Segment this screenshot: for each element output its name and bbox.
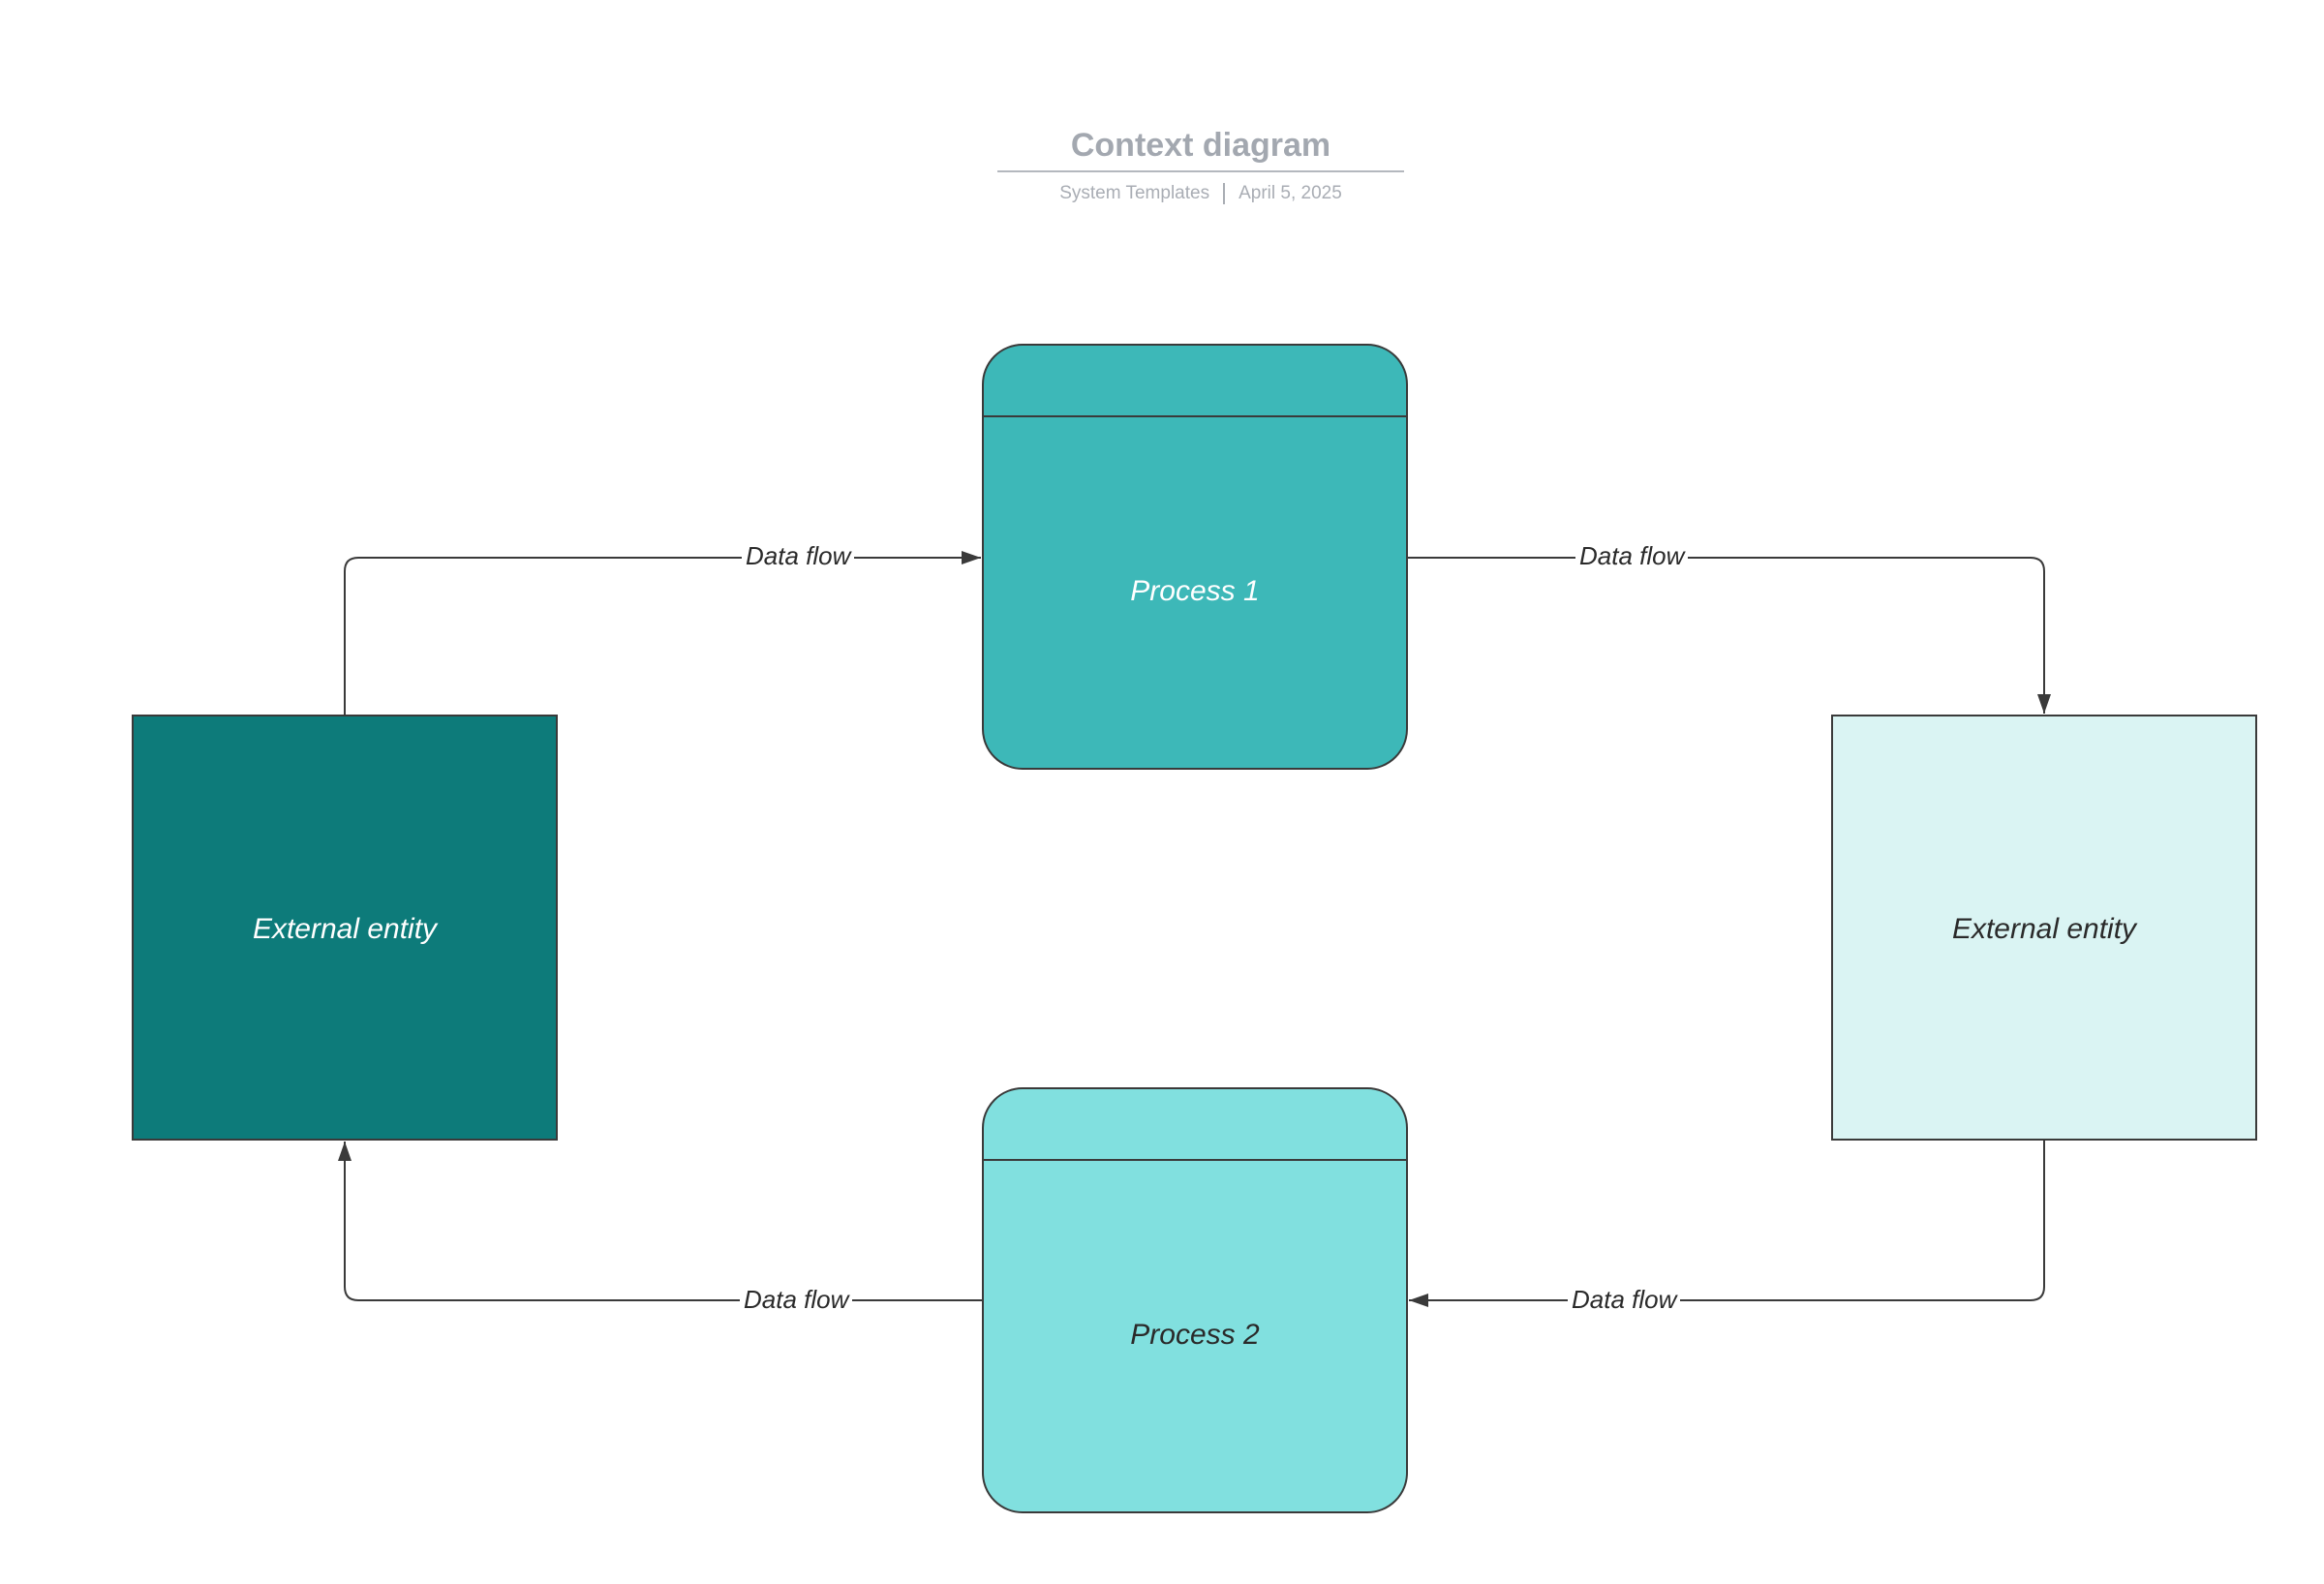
source-label: System Templates [1059,183,1210,203]
title-divider [997,170,1404,172]
process-1-node[interactable]: Process 1 [982,344,1408,770]
external-entity-left-label: External entity [252,913,438,945]
process-2-label: Process 2 [1130,1319,1260,1351]
external-entity-right-label: External entity [1951,913,2137,945]
external-entity-right-node[interactable]: External entity [1831,715,2257,1141]
connector-process-2-to-entity-left[interactable] [338,1142,982,1301]
diagram-title: Context diagram [1070,127,1331,164]
data-flow-label-bottom-left[interactable]: Data flow [740,1285,853,1315]
data-flow-label-top-left[interactable]: Data flow [742,541,855,571]
process-2-header [984,1089,1406,1161]
process-1-header [984,346,1406,417]
connector-entity-left-to-process-1[interactable] [344,551,981,715]
diagram-subtitle: System Templates April 5, 2025 [949,183,1452,204]
date-label: April 5, 2025 [1238,183,1342,203]
data-flow-label-top-right[interactable]: Data flow [1575,541,1689,571]
connector-process-1-to-entity-right[interactable] [1408,557,2051,714]
connector-entity-right-to-process-2[interactable] [1409,1141,2045,1307]
external-entity-left-node[interactable]: External entity [132,715,558,1141]
subtitle-separator [1223,183,1226,204]
process-1-label: Process 1 [1130,575,1260,607]
data-flow-label-bottom-right[interactable]: Data flow [1568,1285,1681,1315]
process-2-node[interactable]: Process 2 [982,1087,1408,1513]
